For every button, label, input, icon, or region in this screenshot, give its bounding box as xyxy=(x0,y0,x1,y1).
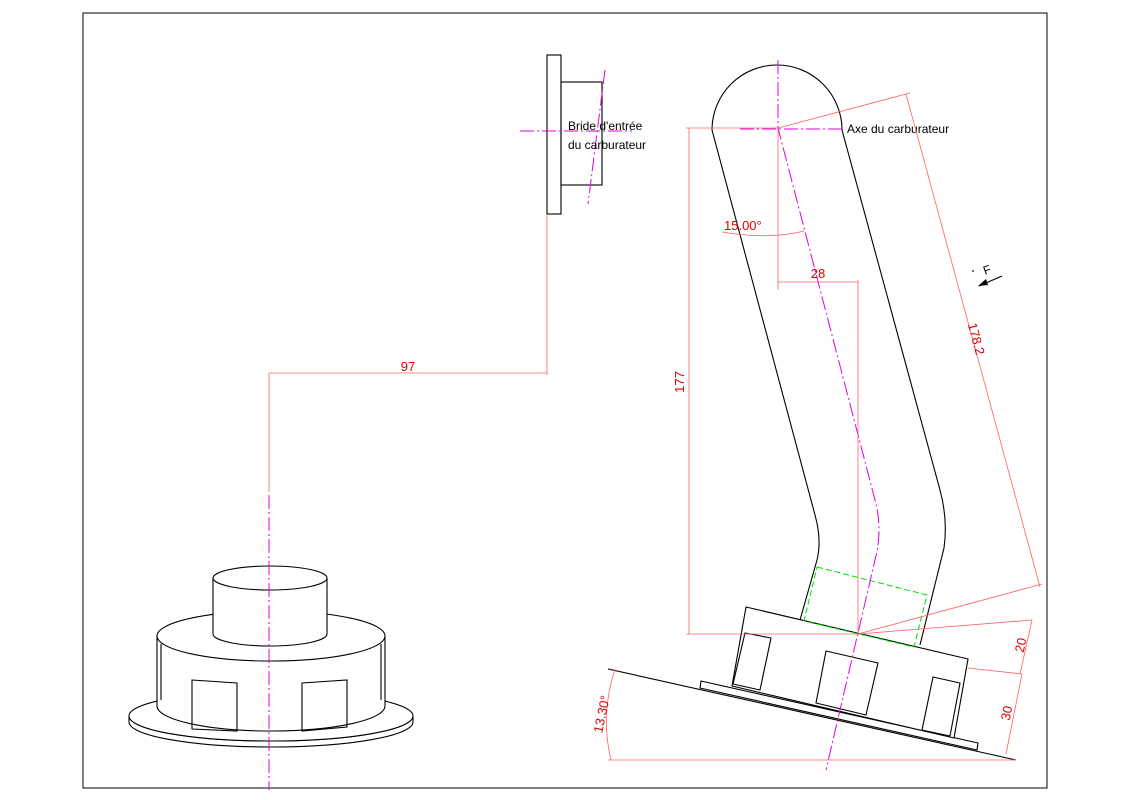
force-arrow: F xyxy=(972,262,1003,287)
dim-20-30-group: 20 30 xyxy=(857,619,1033,755)
dim-15-group: 15.00° xyxy=(721,129,805,290)
dim-177-text: 177 xyxy=(672,371,687,393)
carburettor-flange xyxy=(520,54,632,215)
dim-28-text: 28 xyxy=(811,266,825,281)
dim-13-text: 13.30° xyxy=(590,694,613,734)
hidden-outline xyxy=(803,566,928,648)
intake-pipe-right-view xyxy=(607,64,1017,761)
dim-178-group: 178.2 xyxy=(777,92,1043,635)
dim-28-group: 28 xyxy=(778,266,859,636)
dim-20-text: 20 xyxy=(1012,636,1030,653)
dim-177-group: 177 xyxy=(672,127,858,635)
dim-97-text: 97 xyxy=(401,359,415,374)
base-part-left-view xyxy=(128,565,414,748)
flange-label-line1: Bride d'entrée xyxy=(568,119,643,133)
dim-97-group: 97 xyxy=(268,215,548,492)
dim-15-text: 15.00° xyxy=(724,218,762,233)
dim-178-text: 178.2 xyxy=(965,321,988,356)
force-label: F xyxy=(981,262,993,278)
sheet-frame xyxy=(82,12,1048,789)
dim-30-text: 30 xyxy=(998,704,1016,721)
flange-label-line2: du carburateur xyxy=(568,138,646,152)
pipe-center-axis xyxy=(777,60,880,771)
carb-axis-label: Axe du carburateur xyxy=(847,122,949,136)
